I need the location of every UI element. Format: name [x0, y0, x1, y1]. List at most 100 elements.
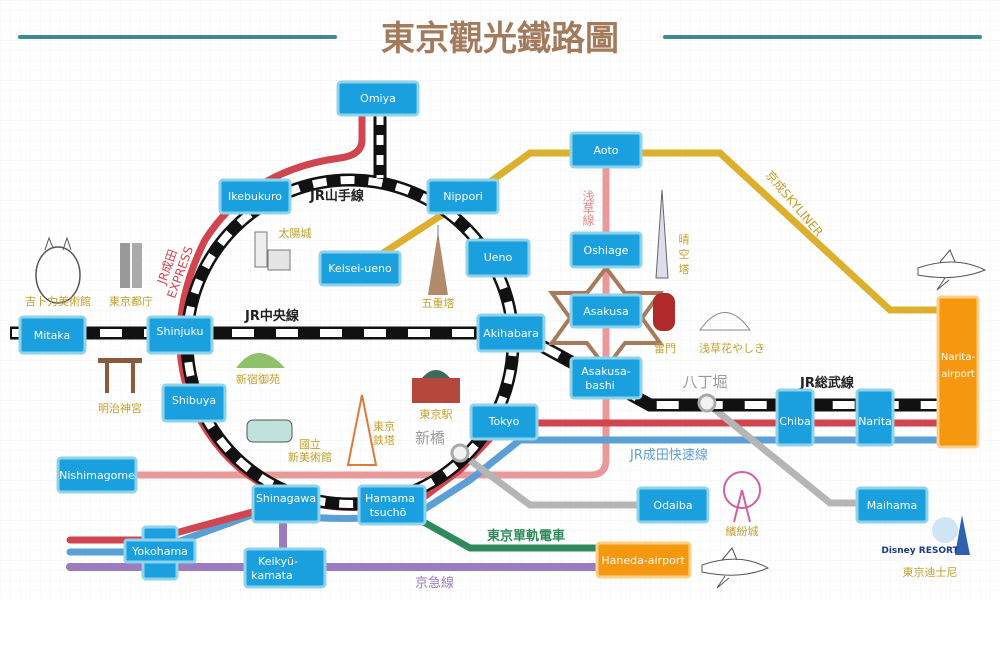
gyoen-park-icon: [236, 353, 285, 368]
station-shibuya[interactable]: Shibuya: [161, 383, 227, 423]
svg-text:Ikebukuro: Ikebukuro: [228, 190, 282, 203]
station-narita[interactable]: Narita: [855, 388, 895, 447]
keiyo-line: [704, 400, 860, 507]
svg-text:Narita-: Narita-: [941, 352, 976, 363]
tokyo-station-label: 東京駅: [420, 407, 453, 421]
tocho-building-icon: [120, 243, 142, 288]
sobu-dashes: [538, 341, 940, 409]
svg-text:Mitaka: Mitaka: [34, 329, 71, 342]
station-keikyu-kamata[interactable]: Keikyū-kamata: [243, 547, 327, 589]
skytree-label-2: 空: [679, 247, 690, 261]
gyoen-label: 新宿御苑: [236, 372, 280, 386]
svg-text:Asakusa-: Asakusa-: [581, 365, 630, 378]
station-mitaka[interactable]: Mitaka: [18, 315, 87, 355]
svg-text:Nippori: Nippori: [443, 190, 483, 203]
tokyo-station-icon: [412, 370, 460, 403]
svg-text:Keikyū-: Keikyū-: [258, 555, 298, 568]
shinbashi-label: 新橋: [415, 429, 445, 447]
station-aoto[interactable]: Aoto: [569, 131, 643, 169]
palette-town-label: 繽紛城: [726, 524, 759, 538]
keikyu-label: 京急線: [415, 575, 454, 591]
airplane-icon: [701, 547, 770, 589]
svg-text:Shinjuku: Shinjuku: [156, 325, 203, 338]
svg-text:Oshiage: Oshiage: [584, 244, 629, 257]
station-chiba[interactable]: Chiba: [775, 388, 815, 447]
svg-text:Ueno: Ueno: [484, 251, 513, 264]
sunshine-city-icon: [254, 231, 291, 271]
map-title: 東京觀光鐵路圖: [381, 19, 619, 59]
sunshine-city-label: 太陽城: [279, 227, 312, 240]
svg-text:Keisei-ueno: Keisei-ueno: [328, 262, 392, 275]
hanayashiki-label: 浅草花やしき: [699, 342, 765, 355]
meiji-shrine-label: 明治神宮: [98, 401, 142, 415]
asakusa-line: [60, 150, 610, 479]
skytree-icon: [655, 189, 669, 279]
station-oshiage[interactable]: Oshiage: [569, 231, 643, 269]
svg-text:kamata: kamata: [251, 569, 292, 582]
tokyo-tower-label-2: 鉄塔: [373, 433, 395, 447]
station-shinagawa[interactable]: Shinagawa: [251, 484, 321, 524]
tokyo-tower-icon: [346, 394, 378, 466]
svg-text:Aoto: Aoto: [593, 144, 618, 157]
pagoda-label: 五重塔: [422, 296, 455, 310]
station-akihabara[interactable]: Akihabara: [476, 313, 546, 353]
shinbashi-transfer-icon: [450, 443, 470, 463]
hanayashiki-icon: [699, 312, 751, 331]
station-narita-airport[interactable]: Narita-airport: [936, 295, 980, 449]
svg-text:Omiya: Omiya: [360, 92, 396, 105]
svg-text:Haneda-airport: Haneda-airport: [601, 554, 685, 567]
station-ikebukuro[interactable]: Ikebukuro: [218, 178, 292, 215]
yamanote-label: JR山手線: [309, 188, 365, 204]
svg-text:Maihama: Maihama: [867, 499, 917, 512]
svg-text:Asakusa: Asakusa: [583, 305, 628, 318]
narita-rapid-label: JR成田快速線: [629, 447, 708, 463]
hatchobori-transfer-icon: [697, 393, 717, 413]
kaminarimon-lantern-icon: [653, 293, 675, 331]
chuo-label: JR中央線: [244, 308, 300, 324]
tokyo-monorail-line: [418, 516, 600, 552]
station-shinjuku[interactable]: Shinjuku: [146, 315, 214, 355]
skytree-label-1: 晴: [679, 233, 690, 246]
svg-text:Narita: Narita: [858, 415, 892, 428]
station-asakusa[interactable]: Asakusa: [569, 293, 643, 329]
rinkai-line: [457, 450, 640, 509]
svg-text:tsuchō: tsuchō: [370, 506, 407, 519]
station-omiya[interactable]: Omiya: [336, 80, 420, 117]
station-haneda-airport[interactable]: Haneda-airport: [595, 541, 692, 579]
svg-text:Shinagawa: Shinagawa: [256, 492, 316, 505]
tokyo-tower-label-1: 東京: [373, 419, 395, 433]
airplane-icon: [917, 249, 987, 291]
nact-label-2: 新美術館: [288, 450, 332, 464]
svg-text:Akihabara: Akihabara: [483, 327, 539, 340]
svg-text:Shibuya: Shibuya: [172, 394, 216, 407]
svg-text:airport: airport: [941, 369, 975, 380]
sobu-label: JR総武線: [799, 375, 855, 391]
station-maihama[interactable]: Maihama: [855, 486, 929, 524]
hatchobori-label: 八丁堀: [682, 373, 727, 391]
svg-text:Disney RESORT: Disney RESORT: [881, 546, 959, 556]
totoro-icon: [35, 236, 81, 304]
torii-gate-icon: [98, 358, 142, 393]
station-nippori[interactable]: Nippori: [426, 178, 500, 215]
station-ueno[interactable]: Ueno: [465, 238, 531, 278]
svg-text:Odaiba: Odaiba: [653, 499, 692, 512]
station-keisei-ueno[interactable]: Keisei-ueno: [318, 250, 402, 287]
asakusa-line-label: 浅草線: [581, 190, 595, 226]
disney-resort-logo: Disney RESORT: [881, 515, 970, 556]
svg-text:Nishimagome: Nishimagome: [59, 469, 135, 482]
station-yokohama[interactable]: Yokohama: [123, 525, 197, 581]
tocho-label: 東京都庁: [109, 294, 153, 308]
station-asakusabashi[interactable]: Asakusa-bashi: [569, 356, 643, 400]
station-odaiba[interactable]: Odaiba: [636, 486, 710, 524]
station-nishimagome[interactable]: Nishimagome: [56, 456, 138, 494]
kaminarimon-label: 雷門: [654, 342, 676, 355]
svg-text:Yokohama: Yokohama: [131, 545, 188, 558]
svg-text:Tokyo: Tokyo: [488, 415, 520, 428]
pagoda-icon: [428, 225, 448, 295]
svg-text:Chiba: Chiba: [779, 415, 810, 428]
national-art-center-icon: [246, 419, 293, 443]
nact-label-1: 國立: [299, 437, 321, 451]
station-tokyo[interactable]: Tokyo: [469, 403, 539, 441]
